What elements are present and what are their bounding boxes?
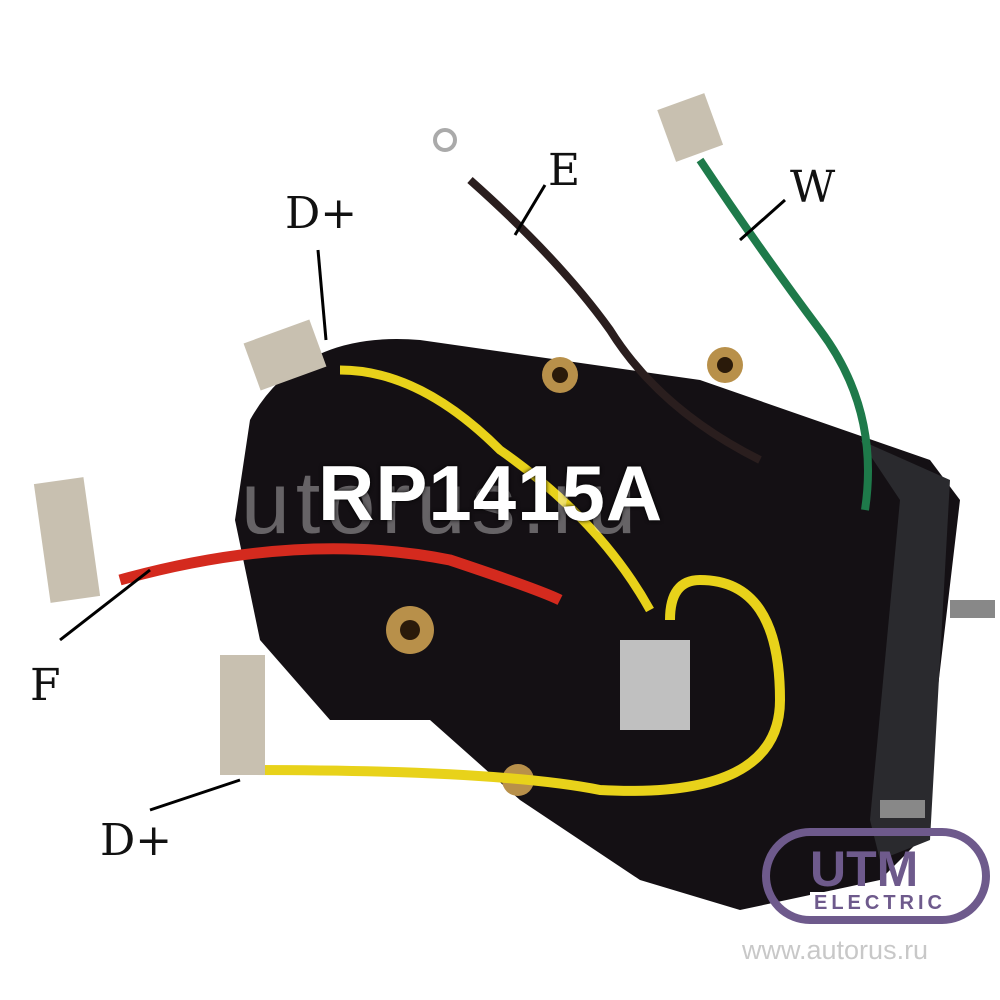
ring-terminal <box>433 128 457 152</box>
pointer-line <box>316 249 328 341</box>
brand-subtitle: ELECTRIC <box>810 892 950 915</box>
brass-insert-hole <box>552 367 568 383</box>
housing-rim <box>860 440 950 860</box>
spade-terminal <box>220 655 265 775</box>
pointer-line <box>513 184 547 236</box>
regulator-housing <box>235 339 960 910</box>
label-f: F <box>30 660 61 711</box>
label-e: E <box>548 145 581 196</box>
wire-e <box>467 177 762 464</box>
wire-f <box>118 543 563 605</box>
wire-d-plus-top <box>339 365 654 613</box>
spade-terminal <box>657 93 724 162</box>
stud-bolt <box>880 800 925 818</box>
watermark: autorus.ru <box>186 453 643 552</box>
label-w: W <box>790 162 836 213</box>
stud-bolt <box>950 600 995 618</box>
spade-terminal <box>243 319 327 391</box>
wire-w <box>696 157 872 511</box>
spade-terminal <box>33 477 101 603</box>
brand-name: UTM <box>810 841 919 897</box>
label-d-plus-bottom: D+ <box>100 815 173 866</box>
wire-d-plus-bottom <box>249 574 786 796</box>
brass-insert-hole <box>400 620 420 640</box>
terminal <box>620 640 690 730</box>
pointer-line <box>149 778 241 812</box>
brand-logo: UTM ELECTRIC <box>762 828 990 924</box>
label-d-plus-top: D+ <box>285 188 358 239</box>
pointer-line <box>739 198 786 242</box>
pointer-line <box>59 568 151 642</box>
website-url: www.autorus.ru <box>742 935 929 965</box>
brass-insert-hole <box>717 357 733 373</box>
model-number: RP1415A <box>318 449 664 537</box>
